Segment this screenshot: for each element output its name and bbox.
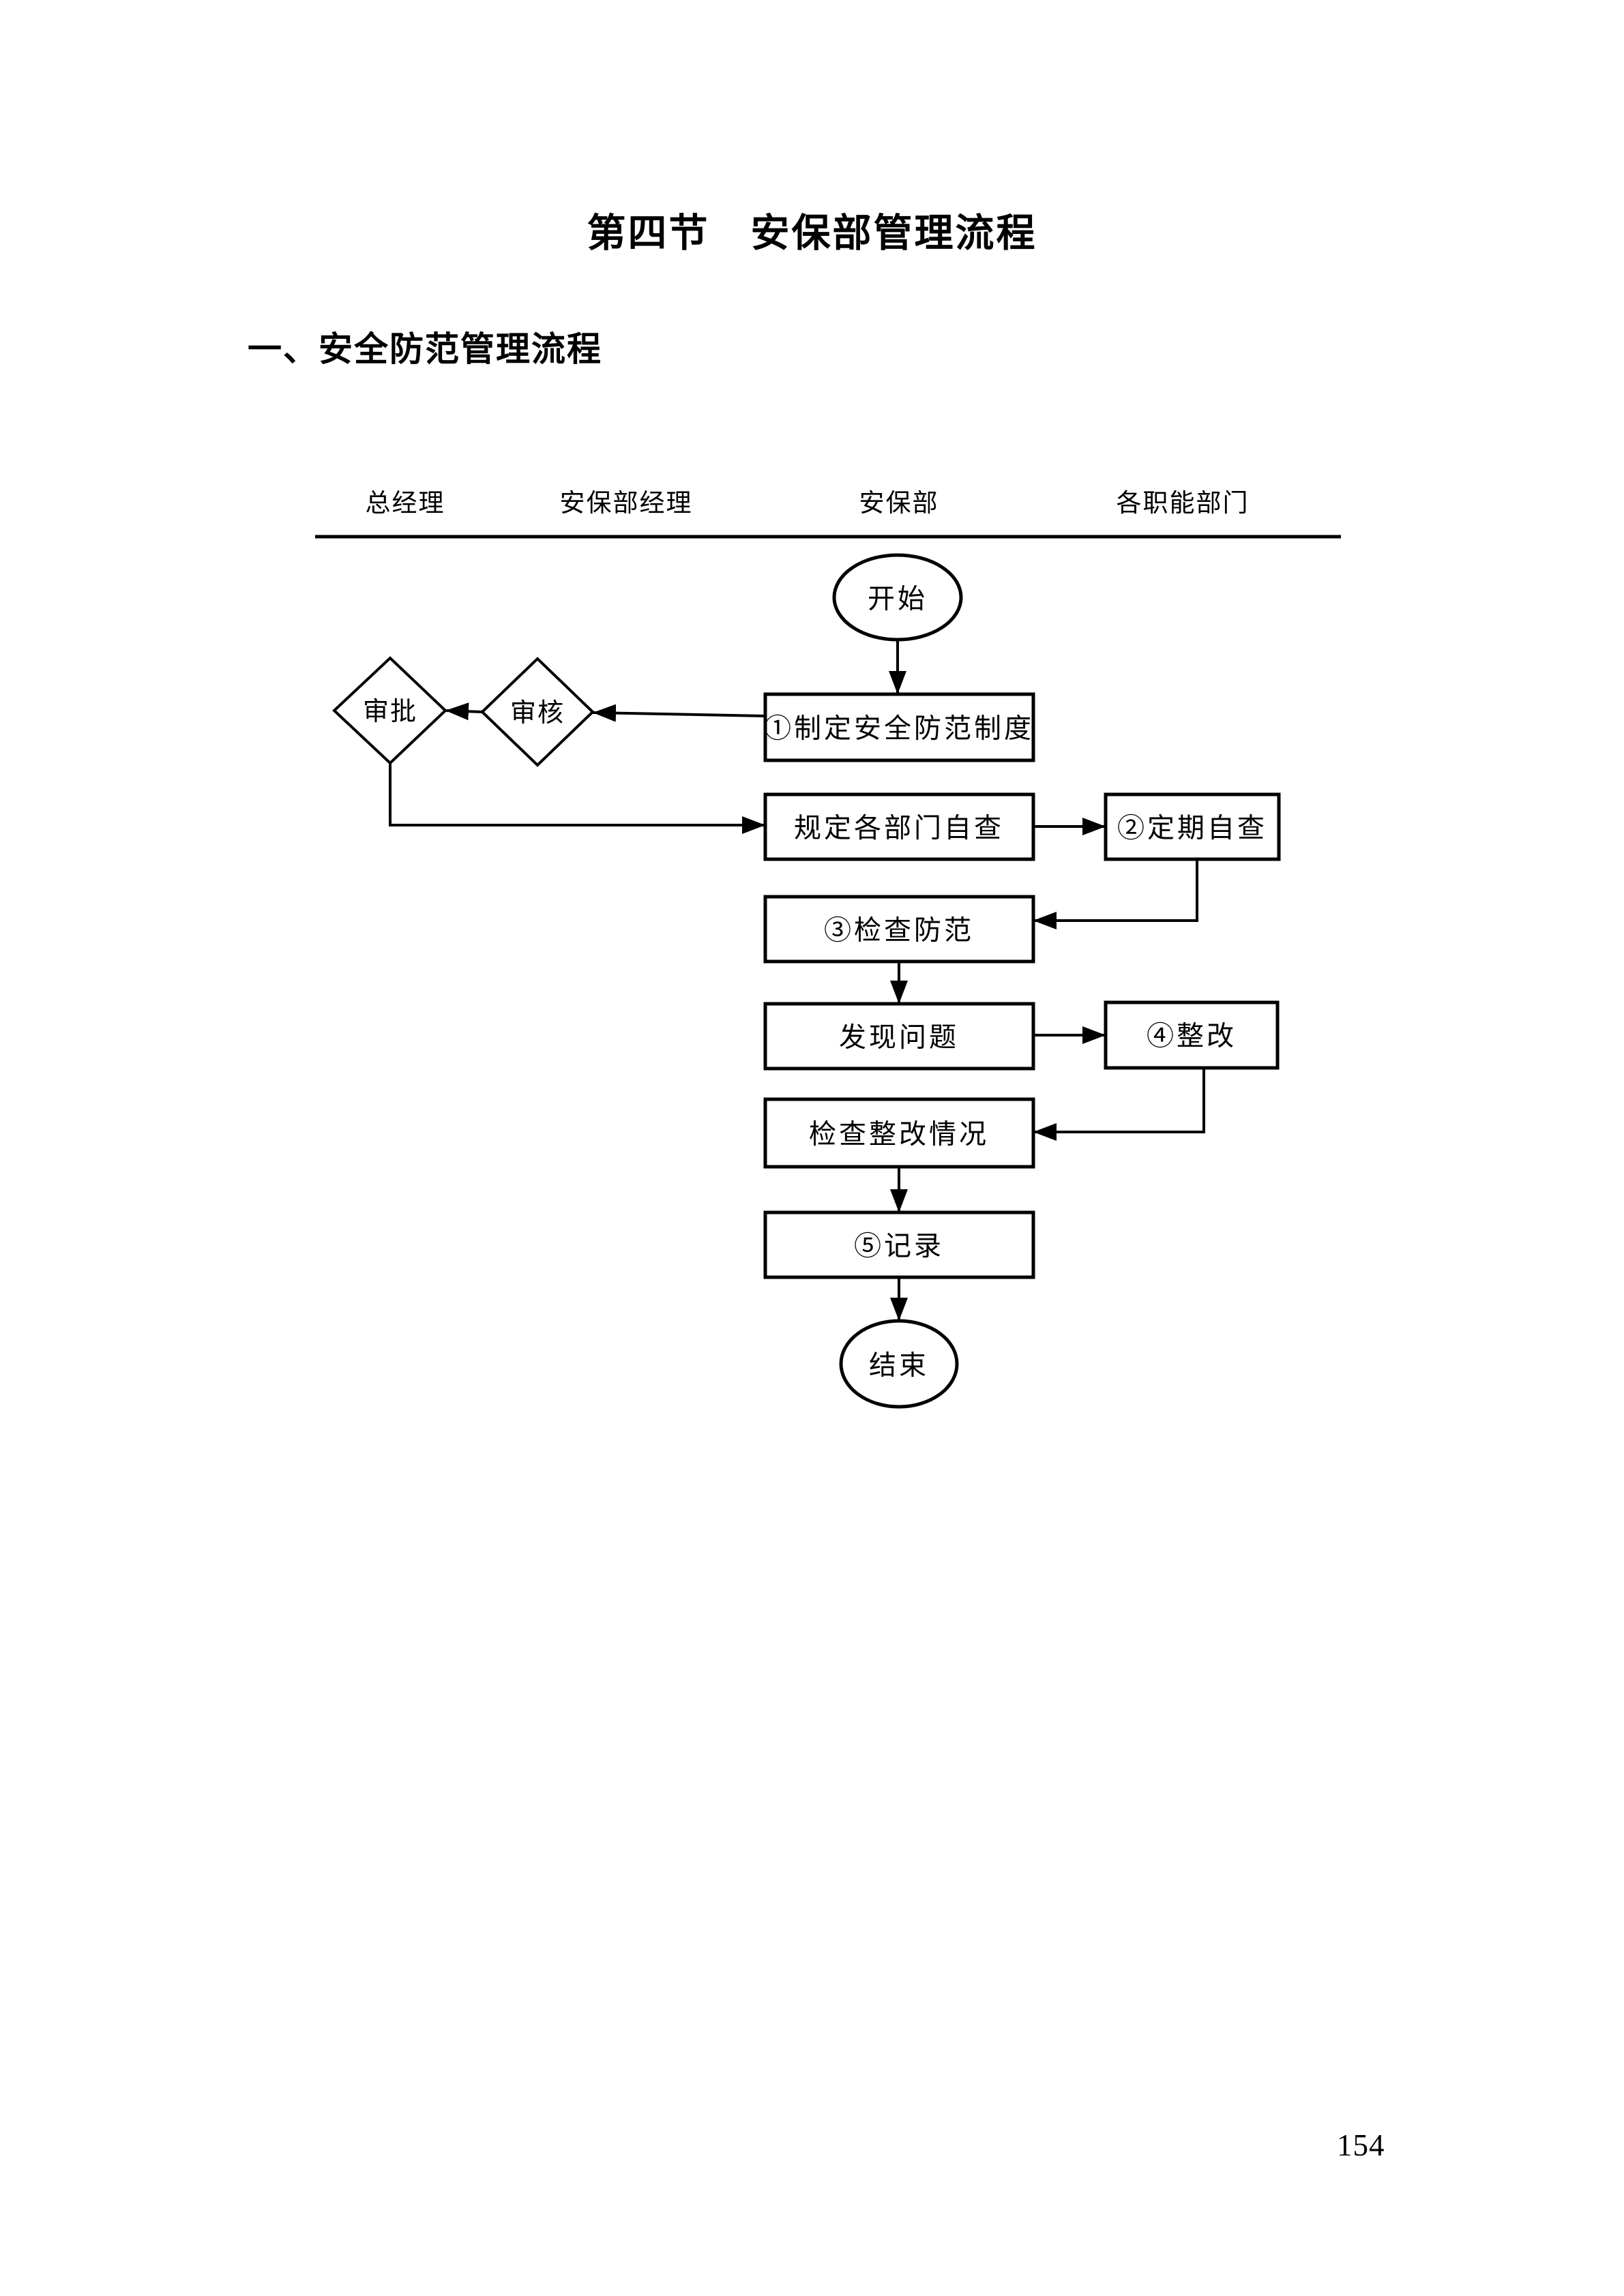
- rectify-box: [1104, 1000, 1280, 1070]
- periodic-self-check-label: ②定期自查: [1117, 813, 1267, 844]
- approve-label: 审批: [363, 698, 417, 726]
- lane-header-security-manager: 安保部经理: [560, 489, 693, 518]
- arrow-rectify-to-check: [1033, 1068, 1205, 1141]
- record-label: ⑤记录: [854, 1231, 944, 1262]
- arrow-approve-to-self-check: [389, 763, 765, 834]
- review-label: 审核: [510, 699, 565, 728]
- draft-system-label: ①制定安全防范制度: [764, 713, 1034, 744]
- find-problems-label: 发现问题: [839, 1022, 959, 1053]
- record-box: [763, 1210, 1035, 1279]
- inspect-prevention-box: [763, 895, 1035, 964]
- lane-header-functional-depts: 各职能部门: [1117, 489, 1250, 518]
- start-label: 开始: [868, 584, 928, 614]
- end-label: 结束: [869, 1350, 929, 1381]
- page-title: 第四节 安保部管理流程: [587, 212, 1037, 255]
- check-rectification-box: [763, 1097, 1035, 1169]
- require-self-check-box: [763, 792, 1035, 861]
- review-diamond: [480, 657, 595, 767]
- inspect-prevention-label: ③检查防范: [824, 915, 974, 946]
- require-self-check-label: 规定各部门自查: [794, 813, 1004, 844]
- start-terminator: [832, 553, 963, 642]
- arrow-review-to-approve: [445, 702, 483, 721]
- arrow-periodic-to-inspect: [1033, 859, 1198, 929]
- lane-header-security-dept: 安保部: [859, 489, 939, 518]
- end-terminator: [839, 1319, 959, 1409]
- draft-system-box: [763, 692, 1035, 762]
- periodic-self-check-box: [1104, 792, 1281, 861]
- lane-header-general-manager: 总经理: [366, 490, 445, 518]
- rectify-label: ④整改: [1147, 1021, 1237, 1052]
- page-number: 154: [1337, 2128, 1385, 2162]
- find-problems-box: [763, 1002, 1035, 1071]
- arrow-draft-to-review: [592, 704, 766, 722]
- check-rectification-label: 检查整改情况: [809, 1119, 989, 1150]
- approve-diamond: [332, 656, 447, 765]
- section-heading: 一、安全防范管理流程: [248, 330, 602, 368]
